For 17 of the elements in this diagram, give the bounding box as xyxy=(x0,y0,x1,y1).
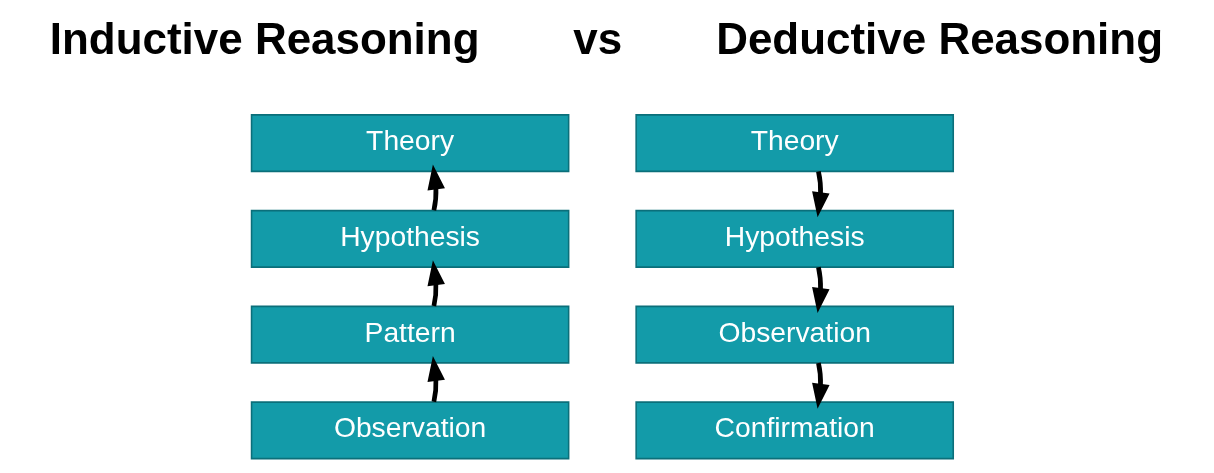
node-box: Theory xyxy=(634,114,954,173)
arrow xyxy=(426,260,445,307)
arrow xyxy=(811,362,830,409)
label: vs xyxy=(572,14,622,64)
arrow xyxy=(426,355,445,403)
node-box: Hypothesis xyxy=(634,209,954,268)
label: Inductive Reasoning xyxy=(49,14,480,64)
node-box: Confirmation xyxy=(634,401,954,460)
node-box: Pattern xyxy=(250,305,569,364)
node-box: Observation xyxy=(634,305,954,364)
arrow xyxy=(426,164,445,211)
arrow xyxy=(811,170,830,218)
node-box: Observation xyxy=(250,401,569,460)
arrow xyxy=(811,266,830,314)
node-box: Theory xyxy=(250,114,569,173)
node-box: Hypothesis xyxy=(250,209,569,268)
label: Deductive Reasoning xyxy=(715,14,1163,64)
